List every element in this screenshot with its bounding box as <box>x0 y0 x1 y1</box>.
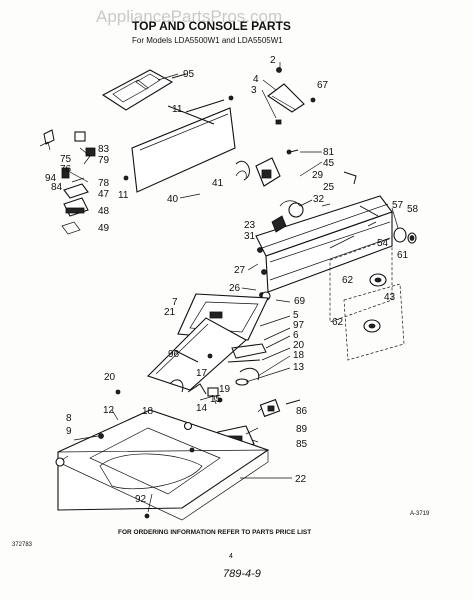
callout-75: 75 <box>60 154 72 165</box>
callout-11-bottom: 11 <box>118 190 129 201</box>
part-17-19-15-14-switch <box>187 383 223 405</box>
callout-47: 47 <box>98 189 110 200</box>
callout-76: 76 <box>60 164 72 175</box>
ordering-note: FOR ORDERING INFORMATION REFER TO PARTS … <box>118 529 311 536</box>
handwritten-note: 789-4-9 <box>223 568 261 580</box>
watermark-text: AppliancePartsPros.com <box>96 7 282 26</box>
part-40-console-panel <box>123 95 236 193</box>
part-32-54-console-body <box>255 195 393 293</box>
callout-78: 78 <box>98 178 110 189</box>
part-22-washer-top <box>55 409 270 521</box>
part-47-48-49-group <box>61 183 89 235</box>
callout-18-left: 18 <box>142 406 154 417</box>
callout-48: 48 <box>98 206 110 217</box>
diagram-subtitle: For Models LDA5500W1 and LDA5505W1 <box>132 36 283 45</box>
callout-81: 81 <box>323 147 335 158</box>
callout-49: 49 <box>98 223 110 234</box>
hinge-parts <box>115 343 267 395</box>
callout-11-top: 11 <box>172 104 183 115</box>
callout-97: 97 <box>293 320 305 331</box>
callout-85: 85 <box>296 439 308 450</box>
callout-13: 13 <box>293 362 305 373</box>
console-fastener-parts <box>257 149 357 301</box>
callout-45: 45 <box>323 158 335 169</box>
callout-32: 32 <box>313 194 325 205</box>
callout-86: 86 <box>296 406 308 417</box>
callout-3: 3 <box>251 85 257 96</box>
callout-54: 54 <box>377 238 389 249</box>
callout-5: 5 <box>293 310 299 321</box>
callout-89: 89 <box>296 424 308 435</box>
callout-57: 57 <box>392 200 404 211</box>
callout-41: 41 <box>212 178 224 189</box>
page-number: 4 <box>229 553 233 560</box>
callout-14: 14 <box>196 403 208 414</box>
callout-leaders <box>61 62 399 513</box>
callout-18-right: 18 <box>293 350 305 361</box>
callout-20-left: 20 <box>104 372 116 383</box>
callout-58: 58 <box>407 204 419 215</box>
callout-83: 83 <box>98 144 110 155</box>
callout-20-right: 20 <box>293 340 305 351</box>
callout-15: 15 <box>210 394 222 405</box>
callout-12: 12 <box>103 405 115 416</box>
callout-22: 22 <box>295 474 307 485</box>
callout-62-lower: 62 <box>332 317 344 328</box>
callout-labels: 95 2 4 3 67 11 11 40 41 83 79 75 76 94 8… <box>45 55 419 505</box>
part-2-3-4-67-group <box>261 67 316 125</box>
callout-26: 26 <box>229 283 241 294</box>
callout-94: 94 <box>45 173 57 184</box>
diagram-title: TOP AND CONSOLE PARTS <box>132 19 291 33</box>
left-switch-components <box>39 129 96 183</box>
callout-19: 19 <box>219 384 231 395</box>
drawing-code: A-3719 <box>410 511 430 517</box>
callout-92: 92 <box>135 494 147 505</box>
callout-96: 96 <box>168 349 180 360</box>
callout-43: 43 <box>384 292 396 303</box>
callout-95: 95 <box>183 69 195 80</box>
callout-79: 79 <box>98 155 110 166</box>
callout-62-upper: 62 <box>342 275 354 286</box>
part-96-lid <box>146 317 247 391</box>
callout-29: 29 <box>312 170 324 181</box>
callout-31: 31 <box>244 231 256 242</box>
part-62-43-knob-group <box>329 237 405 361</box>
callout-8: 8 <box>66 413 72 424</box>
document-code: 372783 <box>12 542 33 548</box>
callout-69: 69 <box>294 296 306 307</box>
callout-4: 4 <box>253 74 259 85</box>
part-95-panel <box>101 69 187 111</box>
callout-67: 67 <box>317 80 329 91</box>
callout-27: 27 <box>234 265 246 276</box>
callout-7: 7 <box>172 297 178 308</box>
callout-61: 61 <box>397 250 409 261</box>
callout-2: 2 <box>270 55 276 66</box>
part-57-58-end-cap <box>393 227 417 244</box>
callout-6: 6 <box>293 330 299 341</box>
part-41-timer <box>235 157 281 187</box>
callout-9: 9 <box>66 426 72 437</box>
callout-21: 21 <box>164 307 176 318</box>
callout-17: 17 <box>196 368 208 379</box>
callout-23: 23 <box>244 220 256 231</box>
callout-84: 84 <box>51 182 63 193</box>
callout-40: 40 <box>167 194 179 205</box>
callout-25: 25 <box>323 182 335 193</box>
